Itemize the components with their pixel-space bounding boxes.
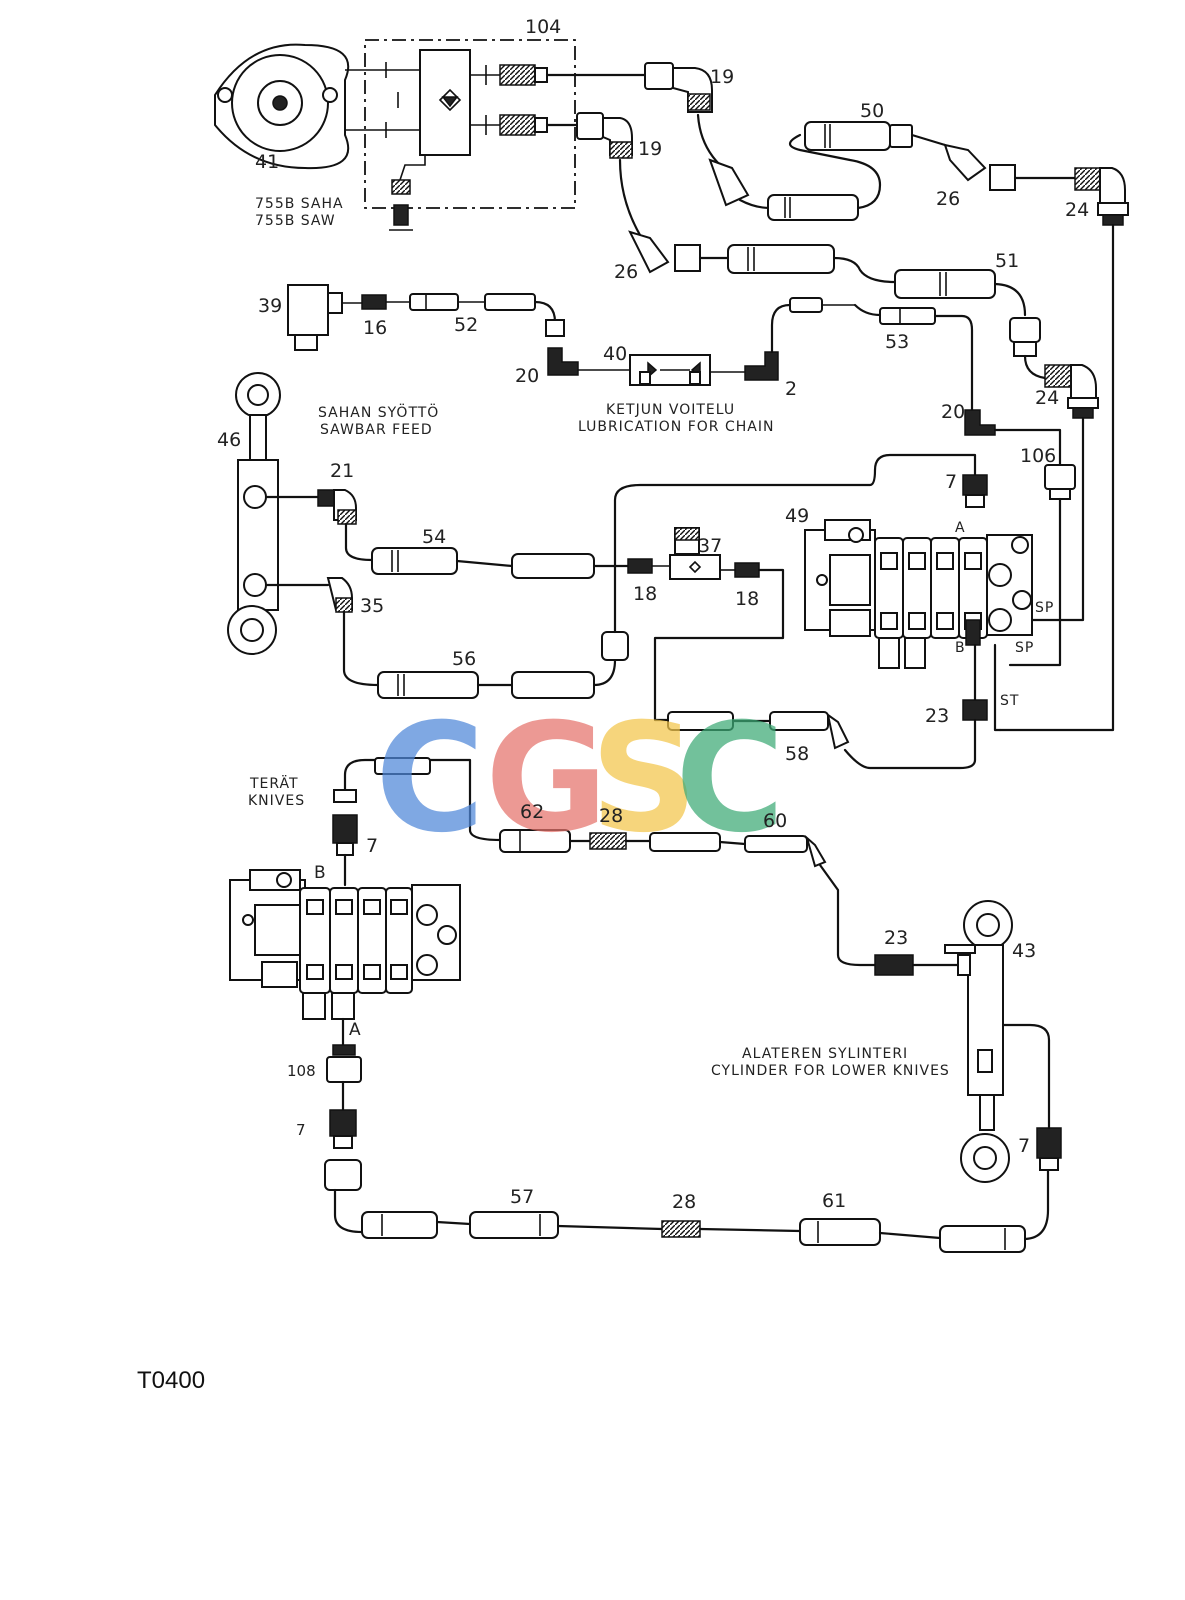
- caption-chain-fi: KETJUN VOITELU: [606, 402, 735, 418]
- caption-sawbar-fi: SAHAN SYÖTTÖ: [318, 403, 439, 421]
- part-number: 41: [255, 151, 279, 173]
- part-number: 7: [1018, 1135, 1030, 1157]
- hose-58: [667, 711, 850, 750]
- part-number: 53: [885, 331, 909, 353]
- watermark-letter-2: G: [485, 692, 608, 866]
- port-label: A: [955, 520, 966, 536]
- part-number: 20: [515, 365, 539, 387]
- part-number: 2: [785, 378, 797, 400]
- caption-cylinder-fi: ALATEREN SYLINTERI: [742, 1046, 908, 1062]
- caption-cylinder-en: CYLINDER FOR LOWER KNIVES: [711, 1063, 950, 1079]
- part-number: 26: [936, 188, 960, 210]
- part-number: 62: [520, 801, 544, 823]
- part-number: 58: [785, 743, 809, 765]
- part-number: 7: [366, 835, 378, 857]
- part-number: 16: [363, 317, 387, 339]
- part-numbers: 104 41 19 19 50 26 24 26 51 39 16 52 40 …: [217, 16, 1089, 1213]
- caption-knives-en: KNIVES: [248, 793, 305, 809]
- caption-sawbar-en: SAWBAR FEED: [320, 422, 433, 438]
- part-number: 24: [1035, 387, 1059, 409]
- part-number: 56: [452, 648, 476, 670]
- part-number: 28: [672, 1191, 696, 1213]
- part-number: 40: [603, 343, 627, 365]
- part-number: 46: [217, 429, 241, 451]
- part-number: 23: [925, 705, 949, 727]
- lower-knives-cylinder: [944, 900, 1013, 1183]
- part-number: 18: [633, 583, 657, 605]
- port-label: ST: [1000, 693, 1019, 709]
- part-number: 57: [510, 1186, 534, 1208]
- watermark-letter-4: C: [675, 692, 785, 866]
- part-number: 49: [785, 505, 809, 527]
- part-number: 54: [422, 526, 446, 548]
- port-label: A: [349, 1020, 361, 1040]
- part-number: 18: [735, 588, 759, 610]
- saw-motor: [214, 43, 420, 170]
- part-number: 61: [822, 1190, 846, 1212]
- hose-network-top: [545, 62, 1129, 732]
- part-number: 35: [360, 595, 384, 617]
- part-number: 21: [330, 460, 354, 482]
- caption-saw-en: 755B SAW: [255, 213, 336, 229]
- part-number: 19: [710, 66, 734, 88]
- part-number: 39: [258, 295, 282, 317]
- caption-saw-fi: 755B SAHA: [255, 196, 344, 212]
- port-label: SP: [1015, 640, 1034, 656]
- captions: 755B SAHA 755B SAW KETJUN VOITELU LUBRIC…: [248, 196, 950, 1079]
- caption-chain-en: LUBRICATION FOR CHAIN: [578, 419, 774, 435]
- part-number: 50: [860, 100, 884, 122]
- part-number: 52: [454, 314, 478, 336]
- part-number: 43: [1012, 940, 1036, 962]
- watermark: C G S C: [375, 692, 785, 866]
- drawing-code: T0400: [137, 1367, 205, 1394]
- part-number: 19: [638, 138, 662, 160]
- control-valve-49: [804, 474, 1033, 770]
- part-number: 24: [1065, 199, 1089, 221]
- part-number: 60: [763, 810, 787, 832]
- part-number: 28: [599, 805, 623, 827]
- watermark-letter-3: S: [590, 692, 698, 866]
- part-number: 106: [1020, 445, 1056, 467]
- part-number: 7: [945, 471, 957, 493]
- port-label: SP: [1035, 600, 1054, 616]
- part-number: 37: [698, 535, 722, 557]
- part-number: 26: [614, 261, 638, 283]
- part-number: 23: [884, 927, 908, 949]
- chain-lubrication: [287, 284, 1076, 667]
- part-number: 51: [995, 250, 1019, 272]
- valve-block-104: [364, 39, 576, 231]
- port-label: B: [314, 863, 326, 883]
- port-labels: A B SP SP ST B A: [314, 520, 1054, 1040]
- knives-circuit: [229, 757, 1062, 1253]
- part-number: 104: [525, 16, 561, 38]
- part-number: 108: [287, 1062, 316, 1080]
- caption-knives-fi: TERÄT: [249, 774, 299, 792]
- part-number: 20: [941, 401, 965, 423]
- port-label: B: [955, 640, 966, 656]
- watermark-letter-1: C: [375, 692, 485, 866]
- sawbar-feed-cylinder: [227, 372, 977, 722]
- part-number: 7: [296, 1121, 306, 1139]
